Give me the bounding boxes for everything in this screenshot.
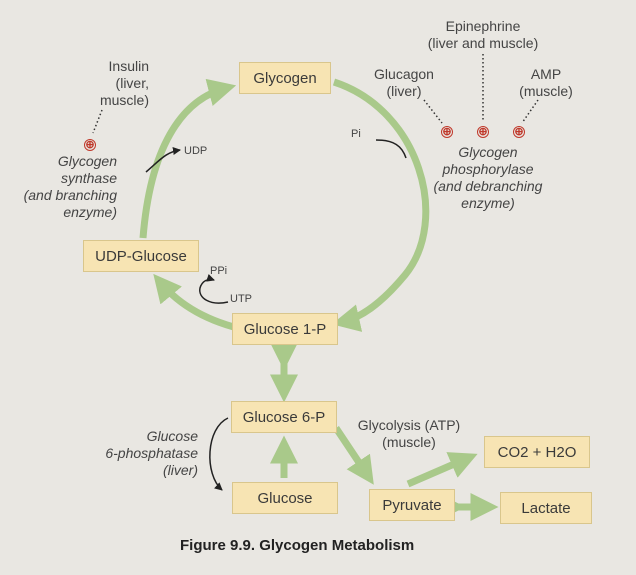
- co2-h2o-node: CO2 + H2O: [484, 436, 590, 468]
- udp-glucose-node: UDP-Glucose: [83, 240, 199, 272]
- utp-ppi-curve: [199, 273, 229, 304]
- figure-caption: Figure 9.9. Glycogen Metabolism: [180, 537, 415, 554]
- pyruvate-node: Pyruvate: [369, 489, 455, 521]
- epinephrine-activator-icon: ⊕: [477, 126, 489, 138]
- epinephrine-label: Epinephrine (liver and muscle): [427, 18, 539, 51]
- degradation-arc: [331, 78, 430, 332]
- insulin-label: Insulin (liver, muscle): [99, 58, 149, 108]
- utp-label: UTP: [230, 293, 252, 305]
- glucose-6p-node: Glucose 6-P: [231, 401, 337, 433]
- glucagon-label: Glucagon (liver): [374, 66, 434, 99]
- amp-label: AMP (muscle): [519, 66, 573, 99]
- glycolysis-label: Glycolysis (ATP) (muscle): [357, 417, 461, 450]
- ppi-label: PPi: [210, 265, 228, 277]
- amp-activator-icon: ⊕: [513, 126, 525, 138]
- lactate-node: Lactate: [500, 492, 592, 524]
- amp-dotted-arrow: [521, 99, 539, 124]
- glucose-1p-node: Glucose 1-P: [232, 313, 338, 345]
- glucose-6-phosphatase-label: Glucose 6-phosphatase (liver): [105, 428, 198, 478]
- glucagon-dotted-arrow: [423, 99, 443, 124]
- pyruvate-to-co2-arrow: [406, 452, 478, 488]
- insulin-dotted-arrow: [92, 109, 103, 134]
- glycogen-node: Glycogen: [239, 62, 331, 94]
- glucose-node: Glucose: [232, 482, 338, 514]
- g6p-to-pyruvate-arrow: [333, 426, 374, 485]
- pi-curve: [375, 139, 407, 159]
- g6pase-curve: [209, 417, 229, 491]
- synthesis-arc-upper: [139, 78, 237, 239]
- insulin-activator-icon: ⊕: [84, 139, 96, 151]
- glucagon-activator-icon: ⊕: [441, 126, 453, 138]
- glycogen-phosphorylase-label: Glycogen phosphorylase (and debranching …: [433, 144, 543, 211]
- udp-label: UDP: [184, 145, 208, 157]
- udp-curve: [145, 147, 181, 173]
- pi-label: Pi: [351, 128, 361, 140]
- glycogen-synthase-label: Glycogen synthase (and branching enzyme): [23, 153, 117, 220]
